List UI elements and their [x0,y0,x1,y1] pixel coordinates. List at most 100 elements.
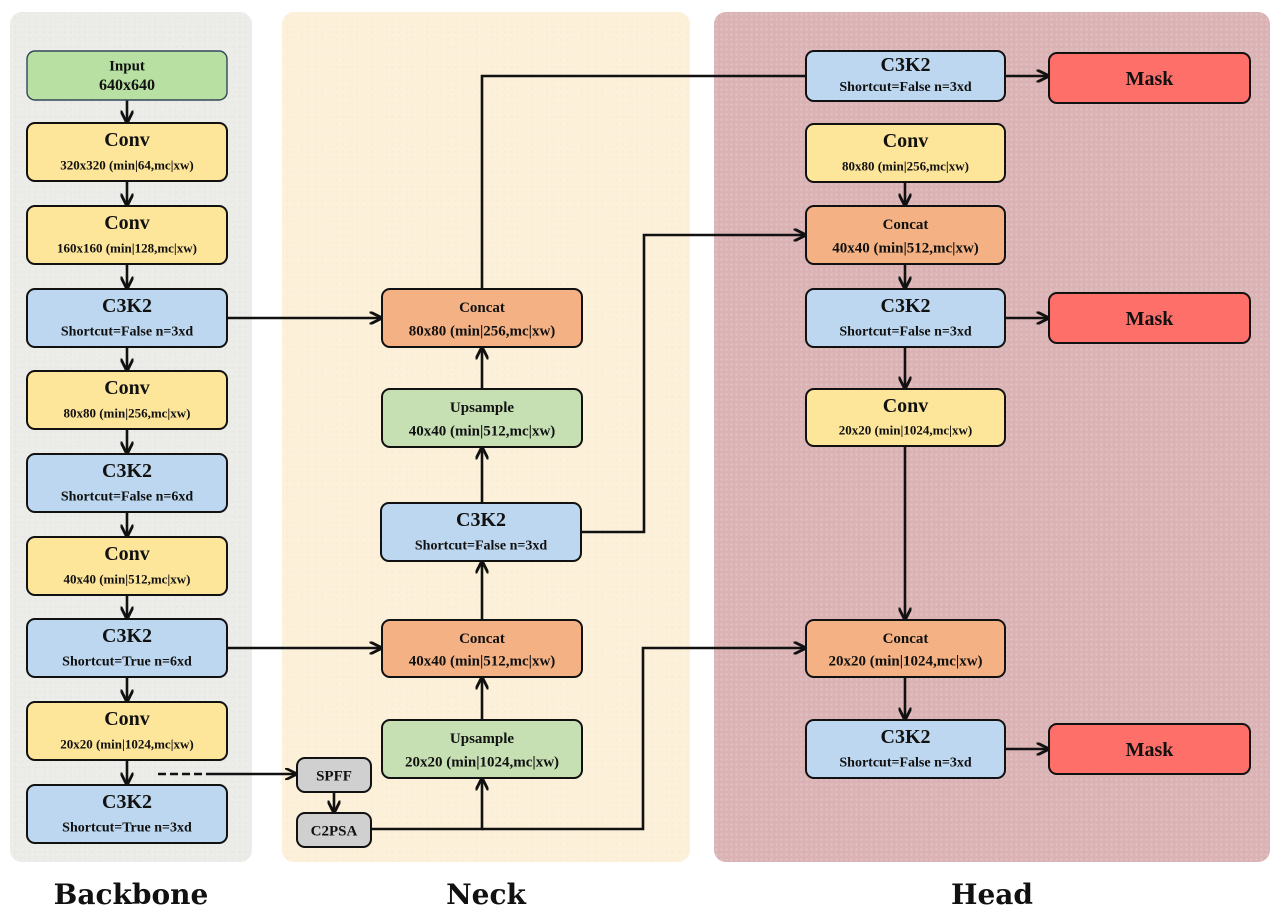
node-subtitle: Shortcut=False n=3xd [415,538,547,553]
node-bb-conv5: Conv 20x20 (min|1024,mc|xw) [26,701,228,761]
conv-box [26,536,228,596]
mask-box [1048,292,1251,344]
c3k2-box [26,784,228,844]
node-title: Conv [104,212,150,234]
node-subtitle: 20x20 (min|1024,mc|xw) [60,736,194,751]
node-title: Conv [883,395,929,417]
node-hd-mask1: Mask [1048,52,1251,104]
node-title: Concat [459,631,505,647]
node-subtitle: 80x80 (min|256,mc|xw) [409,323,556,339]
node-hd-mask3: Mask [1048,723,1251,775]
node-subtitle: 160x160 (min|128,mc|xw) [57,240,197,255]
conv-box [26,205,228,265]
edges-layer [127,74,1048,831]
node-title: C3K2 [102,625,152,647]
node-subtitle: Shortcut=True n=3xd [62,820,192,835]
node-subtitle: Shortcut=False n=3xd [839,755,971,770]
concat-box [805,205,1006,265]
node-subtitle: 20x20 (min|1024,mc|xw) [828,654,982,670]
node-subtitle: 40x40 (min|512,mc|xw) [409,423,556,439]
node-title: C3K2 [456,509,506,531]
node-title: Conv [104,543,150,565]
upsample-box [381,719,583,779]
c3k2-box [26,618,228,678]
node-bb-conv4: Conv 40x40 (min|512,mc|xw) [26,536,228,596]
conv-box [26,370,228,430]
c3k2-box [26,453,228,513]
node-subtitle: 40x40 (min|512,mc|xw) [832,240,979,256]
node-title: Input [109,59,145,75]
node-title: Mask [1126,68,1175,90]
section-label-head: Head [951,878,1033,911]
node-title: Upsample [450,400,515,416]
section-label-neck: Neck [446,878,526,911]
node-hd-conv2: Conv 20x20 (min|1024,mc|xw) [805,388,1006,447]
node-title: Conv [104,708,150,730]
node-nk-concat1: Concat 80x80 (min|256,mc|xw) [381,288,583,348]
section-label-backbone: Backbone [53,878,209,911]
gray-box [296,812,372,848]
node-bb-conv3: Conv 80x80 (min|256,mc|xw) [26,370,228,430]
edge-nk-concat1>hd-c3k2-1 [480,74,806,289]
c3k2-box [380,502,582,562]
concat-box [381,619,583,678]
node-subtitle: Shortcut=False n=3xd [839,80,971,95]
conv-box [26,122,228,182]
c3k2-box [805,288,1006,348]
c3k2-box [26,288,228,348]
node-subtitle: 20x20 (min|1024,mc|xw) [405,754,559,770]
node-title: Concat [883,631,929,647]
node-subtitle: 40x40 (min|512,mc|xw) [63,571,190,586]
edge-nk-c2psa>hd-concat2 [482,648,805,831]
edge-nk-c2psa>nk-upsample2 [371,779,482,831]
concat-box [805,619,1006,678]
node-title: Mask [1126,308,1175,330]
node-hd-conv1: Conv 80x80 (min|256,mc|xw) [805,123,1006,183]
node-title: Concat [459,300,505,316]
node-nk-upsample2: Upsample 20x20 (min|1024,mc|xw) [381,719,583,779]
node-bb-conv2: Conv 160x160 (min|128,mc|xw) [26,205,228,265]
node-title: C3K2 [102,295,152,317]
node-subtitle: Shortcut=False n=6xd [61,489,193,504]
node-title: C3K2 [102,791,152,813]
node-title: Upsample [450,731,515,747]
conv-box [805,388,1006,447]
edge-nk-c3k2>hd-concat1 [581,235,805,534]
node-title: C3K2 [881,726,931,748]
node-hd-mask2: Mask [1048,292,1251,344]
conv-box [26,701,228,761]
node-title: Mask [1126,739,1175,761]
node-title: C3K2 [881,54,931,76]
c3k2-box [805,719,1006,779]
node-subtitle: Shortcut=True n=6xd [62,654,192,669]
node-title: SPFF [316,768,352,784]
node-subtitle: Shortcut=False n=3xd [61,324,193,339]
node-title: Conv [104,377,150,399]
node-title: C2PSA [311,823,358,839]
node-title: Conv [883,130,929,152]
node-hd-concat2: Concat 20x20 (min|1024,mc|xw) [805,619,1006,678]
node-title: C3K2 [881,295,931,317]
node-subtitle: 80x80 (min|256,mc|xw) [842,158,969,173]
neck-panel [282,12,690,862]
c3k2-box [805,50,1006,102]
node-subtitle: 320x320 (min|64,mc|xw) [60,157,194,172]
gray-box [296,757,372,793]
conv-box [805,123,1006,183]
node-subtitle: 20x20 (min|1024,mc|xw) [839,423,973,438]
node-subtitle: 80x80 (min|256,mc|xw) [63,405,190,420]
node-title: C3K2 [102,460,152,482]
